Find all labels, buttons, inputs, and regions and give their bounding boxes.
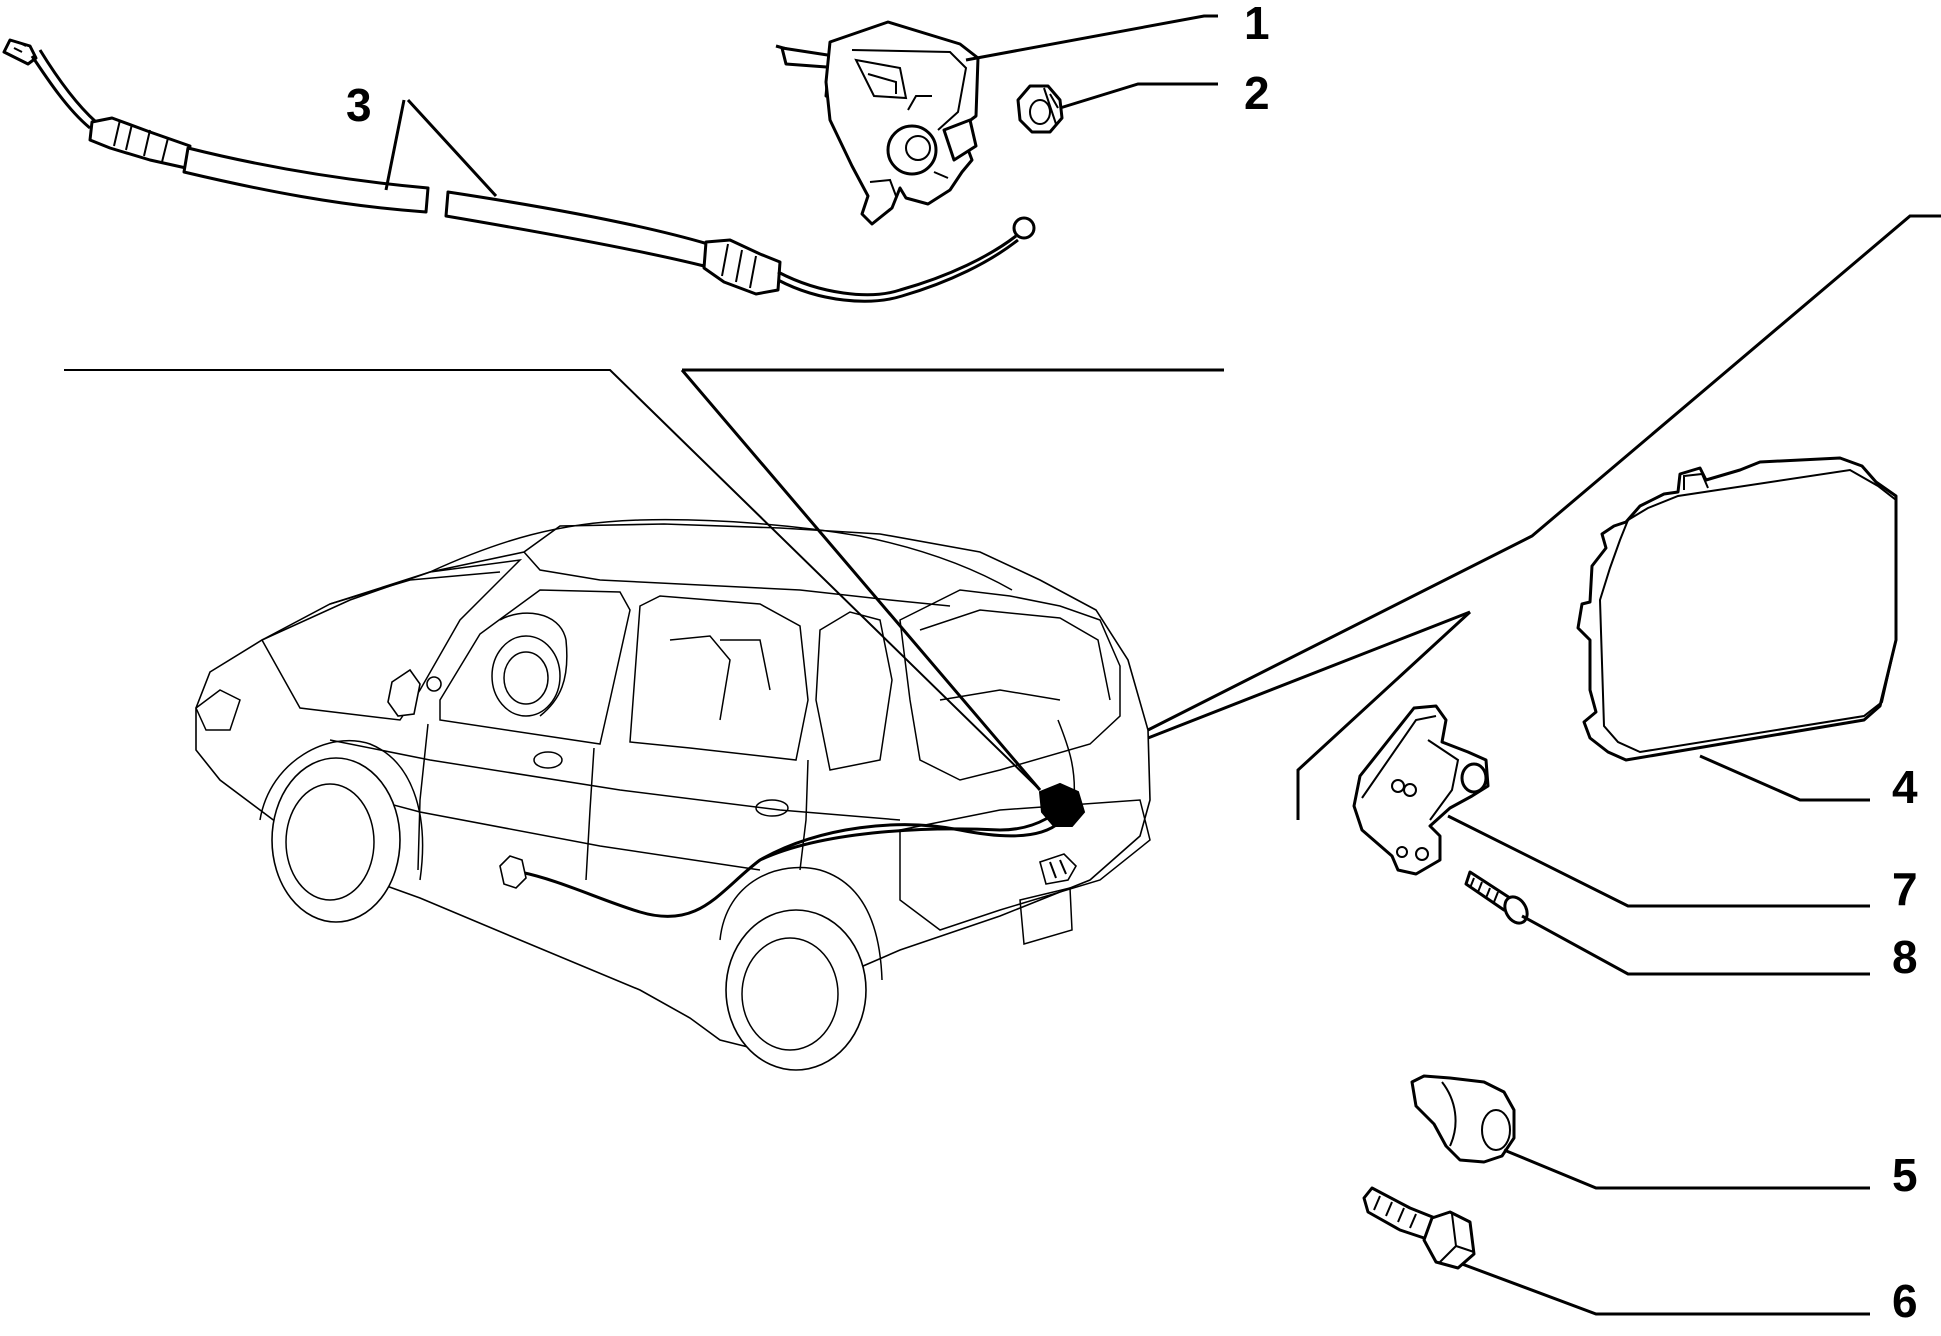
tailgate-lock (775, 20, 980, 226)
callout-1: 1 (1244, 0, 1270, 49)
callout-2: 2 (1244, 67, 1270, 119)
screw (1464, 870, 1529, 925)
callout-8: 8 (1892, 931, 1918, 983)
nut (1016, 84, 1064, 134)
callout-5: 5 (1892, 1149, 1918, 1201)
fuel-filler-flap (1576, 456, 1898, 762)
callout-6: 6 (1892, 1275, 1918, 1327)
car-illustration (195, 518, 1151, 1071)
callout-7: 7 (1892, 863, 1918, 915)
bolt (1362, 1186, 1476, 1270)
callout-3: 3 (346, 79, 372, 131)
rubber-buffer (1410, 1074, 1516, 1164)
leader-lines (64, 14, 1941, 1316)
flap-hinge-bracket (1352, 704, 1490, 876)
release-cable (2, 38, 1036, 303)
callout-4: 4 (1892, 761, 1918, 813)
